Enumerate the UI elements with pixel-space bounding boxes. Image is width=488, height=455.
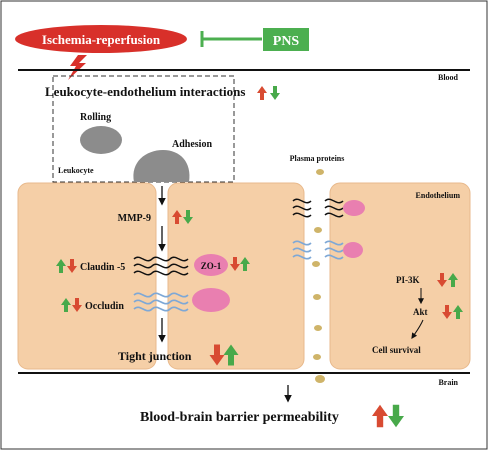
occludin-zo1-protein	[192, 288, 230, 312]
mmp9-label: MMP-9	[118, 213, 151, 224]
interactions-label: Leukocyte-endothelium interactions	[45, 84, 245, 99]
tight-junction-label: Tight junction	[118, 349, 192, 363]
zo1-protein	[194, 254, 228, 276]
claudin-strands	[133, 256, 189, 276]
occludin-strands	[133, 292, 189, 312]
endothelial-cell-right	[329, 182, 471, 370]
bbb-label: Blood-brain barrier permeability	[140, 410, 339, 425]
endothelial-cell-middle	[167, 182, 305, 370]
right-zo1-upper	[343, 200, 365, 216]
leukocyte-rolling	[80, 126, 122, 154]
plasma-protein-dots	[312, 169, 325, 383]
rolling-label: Rolling	[80, 112, 111, 123]
leukocyte-label: Leukocyte	[58, 166, 94, 175]
endothelial-cell-left	[17, 182, 157, 370]
occludin-label: Occludin	[85, 301, 124, 312]
pns-label: PNS	[273, 34, 300, 49]
ischemia-label: Ischemia-reperfusion	[42, 32, 161, 47]
endothelium-label: Endothelium	[416, 191, 461, 200]
blood-label: Blood	[438, 73, 459, 82]
akt-to-survival-arrow	[411, 319, 424, 339]
zo1-label: ZO-1	[201, 261, 222, 271]
leukocyte-adhesion	[133, 150, 190, 182]
ischemia-oval	[15, 25, 187, 53]
brain-label: Brain	[438, 378, 458, 387]
lightning-icon	[68, 55, 87, 80]
right-claudin-strands	[292, 198, 344, 218]
adhesion-label: Adhesion	[172, 139, 212, 150]
right-zo1-lower	[343, 242, 363, 258]
akt-label: Akt	[413, 307, 428, 317]
plasma-proteins-label: Plasma proteins	[290, 154, 345, 163]
pi3k-label: PI-3K	[396, 275, 420, 285]
pns-box	[263, 28, 309, 51]
cell-survival-label: Cell survival	[372, 345, 421, 355]
claudin-label: Claudin -5	[80, 262, 125, 273]
right-occludin-strands	[292, 240, 344, 260]
